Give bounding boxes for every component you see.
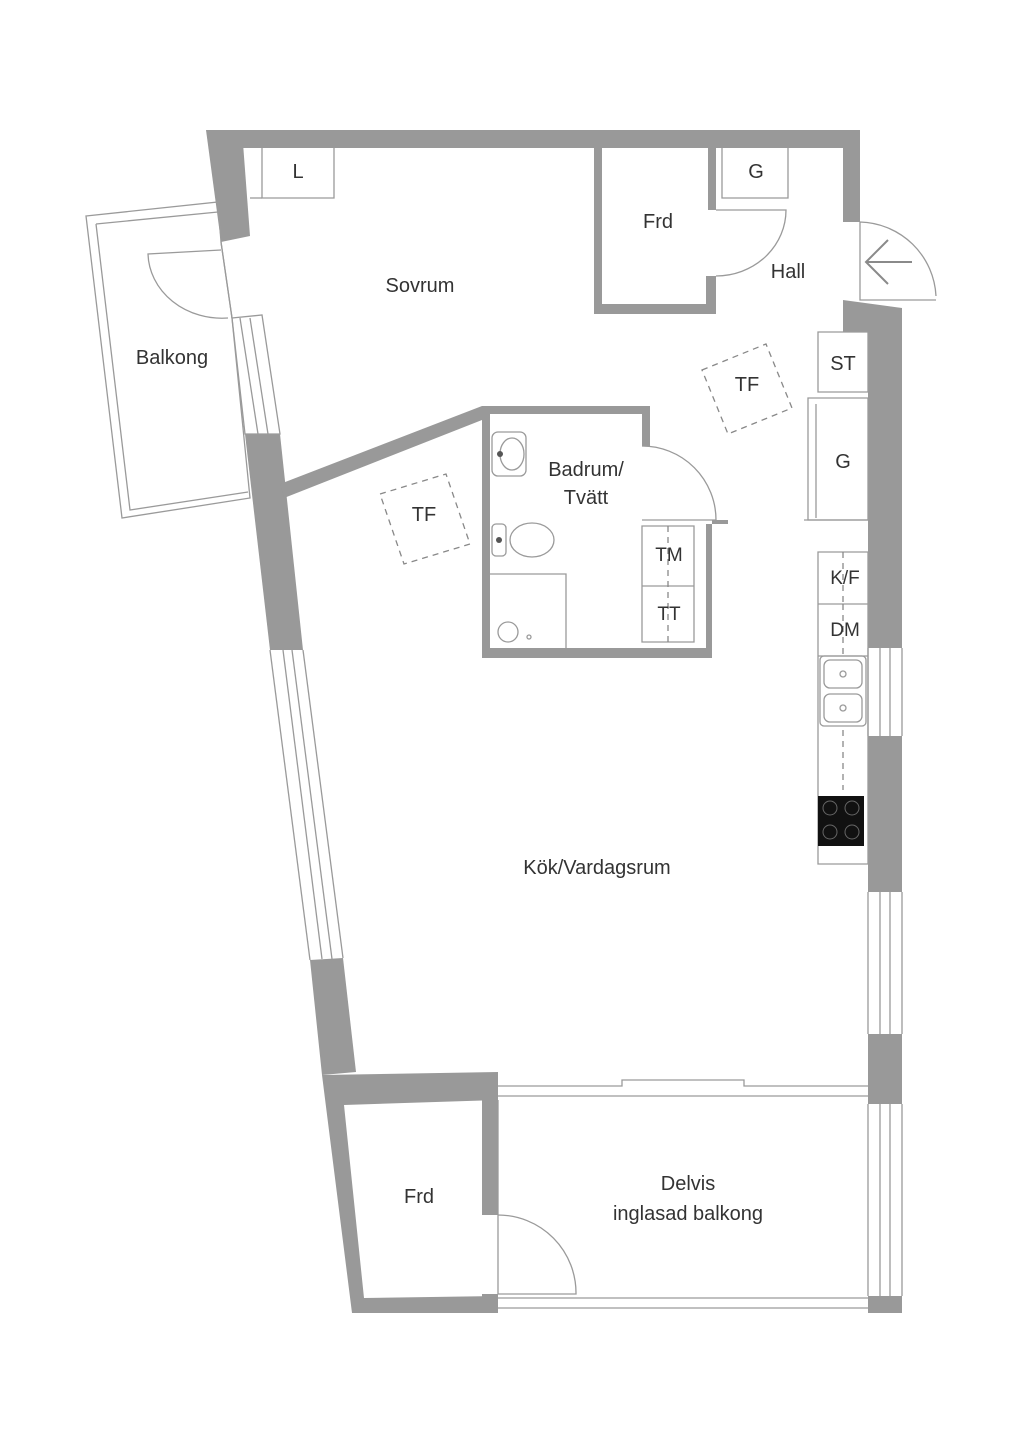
shower-icon bbox=[490, 573, 567, 648]
label-tt: TT bbox=[657, 604, 681, 625]
wall-right-middle bbox=[843, 300, 902, 648]
label-tf-left: TF bbox=[412, 504, 436, 526]
frd-top-closet bbox=[594, 148, 787, 314]
wall-right-bottom bbox=[868, 1034, 902, 1104]
label-balkong: Balkong bbox=[136, 347, 208, 369]
label-l: L bbox=[292, 161, 303, 183]
wall-frd-bottom-right bbox=[482, 1100, 498, 1215]
label-delvis-1: Delvis bbox=[661, 1173, 715, 1195]
label-sovrum: Sovrum bbox=[386, 275, 455, 297]
st-closet bbox=[817, 331, 869, 393]
wall-right-corner bbox=[868, 1296, 902, 1313]
g-right-closet bbox=[804, 397, 869, 521]
label-kf: K/F bbox=[830, 568, 860, 589]
label-g-right: G bbox=[835, 451, 851, 473]
label-st: ST bbox=[830, 353, 856, 375]
label-delvis-2: inglasad balkong bbox=[613, 1203, 763, 1225]
entrance-arrow-icon bbox=[864, 239, 912, 285]
bathroom bbox=[280, 406, 728, 658]
wall-left-a bbox=[245, 434, 303, 650]
wall-right-top bbox=[843, 130, 860, 222]
wall-top bbox=[206, 130, 860, 148]
balkong-outline bbox=[85, 201, 251, 519]
label-dm: DM bbox=[830, 620, 860, 641]
wall-frd-bottom-stub bbox=[482, 1294, 498, 1313]
label-badrum-2: Tvätt bbox=[564, 487, 609, 509]
label-g-top: G bbox=[748, 161, 764, 183]
label-kok: Kök/Vardagsrum bbox=[523, 857, 670, 879]
kitchen-sink-icon bbox=[819, 655, 867, 727]
toilet-icon bbox=[491, 522, 555, 558]
g-top-closet bbox=[721, 148, 789, 199]
wall-left-c bbox=[322, 1072, 498, 1313]
wall-left-upper bbox=[206, 130, 250, 242]
l-closet bbox=[250, 148, 335, 199]
room-labels: L Sovrum Balkong Frd G Hall ST G TF TF B… bbox=[136, 161, 860, 1225]
tf-top-marker bbox=[701, 343, 793, 435]
stove-icon bbox=[818, 796, 864, 846]
label-frd-bottom: Frd bbox=[404, 1186, 434, 1208]
label-badrum-1: Badrum/ bbox=[548, 459, 624, 481]
label-frd-top: Frd bbox=[643, 211, 673, 233]
frd-bottom-door[interactable] bbox=[497, 1214, 577, 1295]
label-tm: TM bbox=[655, 545, 682, 566]
kitchen-counter bbox=[817, 551, 869, 865]
wall-right-lower bbox=[868, 736, 902, 892]
tf-left-marker bbox=[379, 473, 471, 565]
washbasin-icon bbox=[491, 431, 527, 477]
label-tf-top: TF bbox=[735, 374, 759, 396]
entrance-door[interactable] bbox=[859, 221, 937, 301]
wall-left-b bbox=[310, 958, 356, 1075]
label-hall: Hall bbox=[771, 261, 805, 283]
exterior-walls bbox=[206, 130, 902, 1313]
